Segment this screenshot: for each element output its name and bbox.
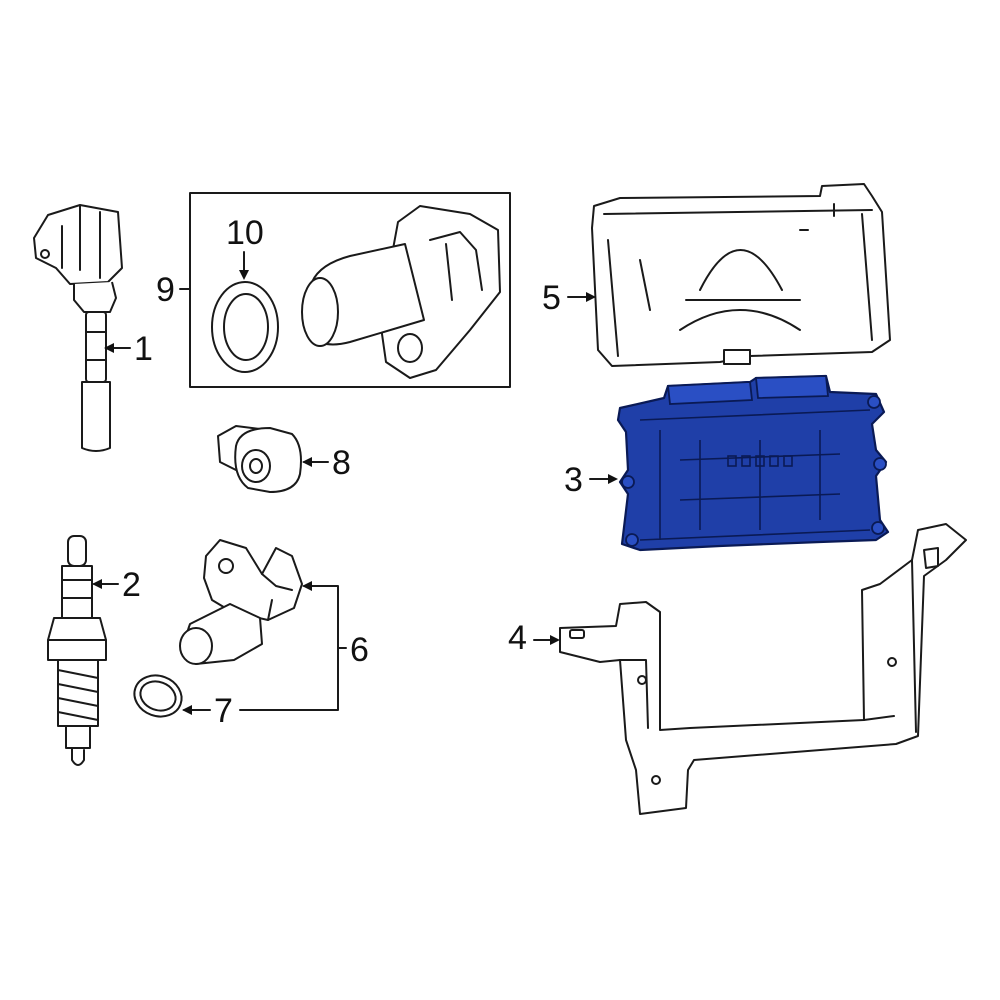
part-6-camshaft-sensor[interactable] bbox=[179, 539, 303, 665]
callout-7: 7 bbox=[214, 692, 233, 730]
part-7-o-ring[interactable] bbox=[129, 669, 188, 723]
part-10-o-ring[interactable] bbox=[211, 281, 279, 373]
part-9-sensor[interactable] bbox=[301, 205, 501, 379]
callout-9: 9 bbox=[156, 271, 175, 309]
callout-5: 5 bbox=[542, 279, 561, 317]
part-8-knock-sensor[interactable] bbox=[217, 425, 302, 493]
leader-lines bbox=[92, 251, 618, 715]
callout-6: 6 bbox=[350, 631, 369, 669]
part-3-ecm-module[interactable] bbox=[616, 374, 890, 552]
callout-4: 4 bbox=[508, 619, 527, 657]
part-5-ecm-cover[interactable] bbox=[591, 183, 891, 367]
part-4-bracket[interactable] bbox=[559, 523, 967, 815]
callout-1: 1 bbox=[134, 330, 153, 368]
callout-8: 8 bbox=[332, 444, 351, 482]
part-1-ignition-coil[interactable] bbox=[33, 204, 123, 452]
callout-3: 3 bbox=[564, 461, 583, 499]
callout-10: 10 bbox=[226, 214, 264, 252]
part-2-spark-plug[interactable] bbox=[47, 535, 107, 766]
callout-2: 2 bbox=[122, 566, 141, 604]
